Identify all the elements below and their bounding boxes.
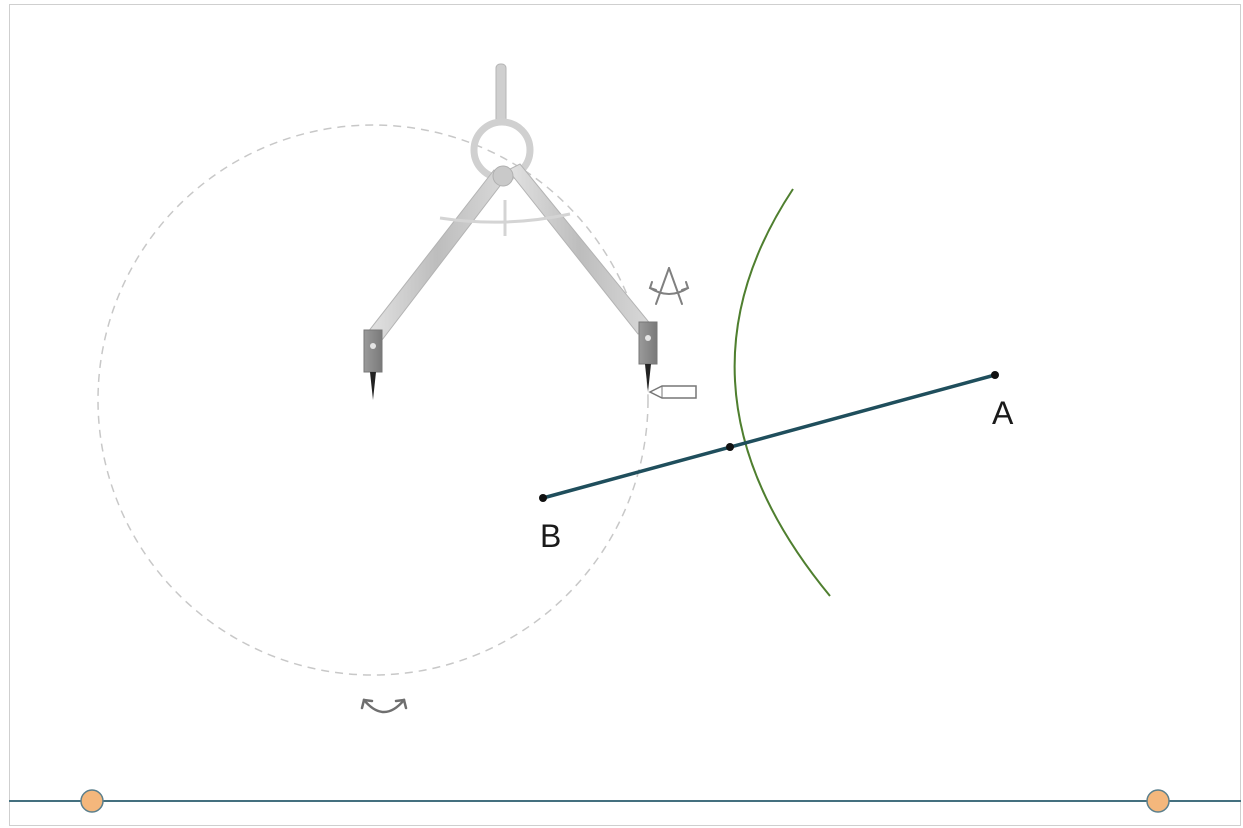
compass-guide-circle (97, 124, 649, 676)
point-a[interactable] (991, 371, 999, 379)
point-b-label: B (540, 518, 561, 554)
compass-adjust-icon[interactable] (648, 267, 690, 305)
point-b[interactable] (539, 494, 547, 502)
segment-ab[interactable] (541, 373, 997, 500)
slider-handle-right[interactable] (1146, 789, 1170, 813)
slider-handle-left[interactable] (80, 789, 104, 813)
compass-icon[interactable] (363, 63, 658, 400)
construction-canvas[interactable] (9, 4, 1241, 826)
constructed-arc[interactable] (733, 188, 831, 597)
pencil-icon[interactable] (648, 385, 697, 399)
point-a-label: A (992, 395, 1014, 431)
intersection-point[interactable] (726, 443, 734, 451)
rotate-arrows-icon[interactable] (360, 698, 408, 714)
